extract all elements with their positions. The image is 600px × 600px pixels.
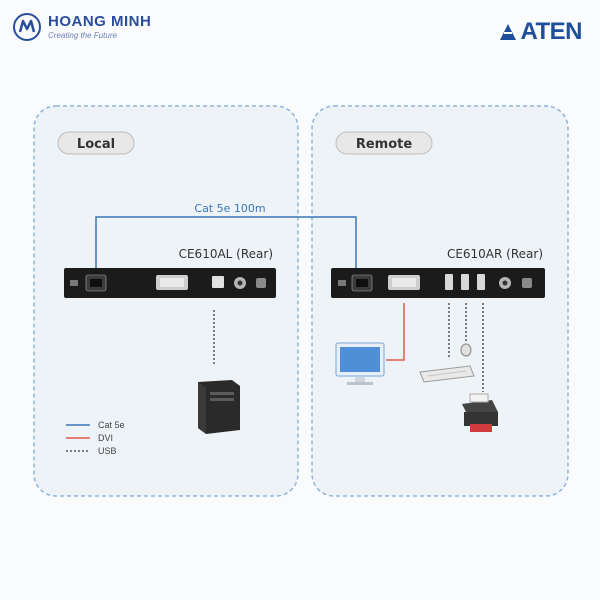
local-label: Local	[77, 137, 115, 152]
local-label-pill: Local	[57, 131, 135, 155]
cat5e-cable	[95, 216, 357, 277]
aten-logo-icon	[500, 24, 517, 40]
keyboard-icon	[419, 365, 475, 383]
aten-logo: ATEN	[520, 18, 582, 45]
hoang-minh-logo-icon	[13, 13, 41, 41]
brand-name: HOANG MINH	[48, 13, 152, 30]
legend-cat5e: Cat 5e	[98, 420, 125, 430]
legend-dvi: DVI	[98, 433, 113, 443]
remote-label-pill: Remote	[335, 131, 433, 155]
remote-label: Remote	[356, 137, 413, 152]
mouse-icon	[460, 343, 472, 357]
aten-brand: ATEN	[498, 18, 582, 46]
hoang-minh-brand: HOANG MINH Creating the Future	[12, 12, 151, 42]
printer-icon	[462, 393, 498, 432]
dvi-cable	[386, 303, 405, 361]
remote-zone	[311, 105, 569, 497]
local-device	[64, 268, 276, 298]
remote-device-label: CE610AR (Rear)	[447, 247, 543, 261]
brand-tagline: Creating the Future	[48, 31, 117, 40]
remote-device	[331, 268, 545, 298]
monitor-icon	[335, 342, 385, 385]
legend: Cat 5e DVI USB	[66, 420, 125, 456]
local-device-label: CE610AL (Rear)	[179, 247, 273, 261]
cable-label: Cat 5e 100m	[194, 202, 265, 215]
computer-tower-icon	[198, 380, 240, 434]
legend-usb: USB	[98, 446, 117, 456]
